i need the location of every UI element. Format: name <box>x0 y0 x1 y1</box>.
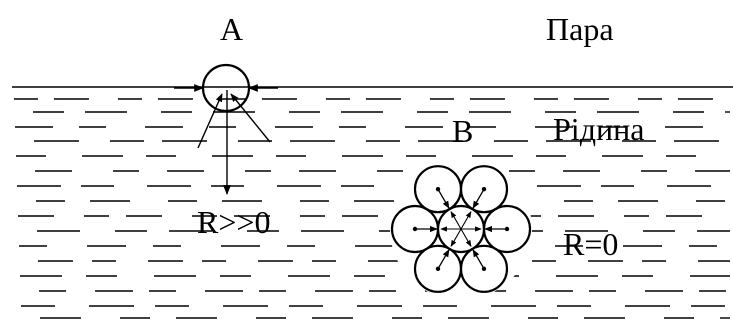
neighbor-molecule-circle <box>459 165 509 214</box>
neighbor-center-dot <box>435 186 441 192</box>
neighbor-molecule-circle <box>390 204 440 254</box>
neighbor-center-dot <box>412 226 418 232</box>
molecule-a-circle <box>201 63 251 113</box>
attraction-arrow <box>472 190 484 209</box>
inner-force-arrow <box>460 211 472 230</box>
neighbor-center-dot <box>481 186 487 192</box>
label-a: A <box>220 11 243 47</box>
neighbor-center-dot <box>481 266 487 272</box>
molecule-b-cluster <box>390 158 532 300</box>
label-resultant-b: R=0 <box>563 226 618 262</box>
neighbor-center-dot <box>435 266 441 272</box>
molecule-a <box>174 63 278 195</box>
label-resultant-a: R>>0 <box>197 204 270 240</box>
label-liquid: Рідина <box>553 111 644 147</box>
attraction-arrow <box>472 249 484 268</box>
neighbor-molecule-circle <box>413 244 463 293</box>
arrow-a-lower-left <box>197 93 223 149</box>
arrow-a-lower-right <box>230 93 271 143</box>
neighbor-center-dot <box>504 226 510 232</box>
inner-force-arrow <box>450 228 462 247</box>
neighbor-molecule-circle <box>482 204 532 254</box>
attraction-arrow <box>438 190 450 209</box>
label-b: B <box>452 113 473 149</box>
label-vapor: Пара <box>546 11 614 47</box>
inner-force-arrow <box>460 228 472 247</box>
attraction-arrow <box>438 249 450 268</box>
inner-force-arrow <box>450 211 462 230</box>
